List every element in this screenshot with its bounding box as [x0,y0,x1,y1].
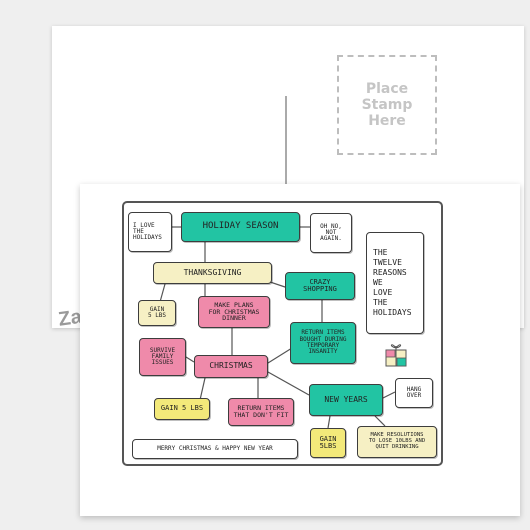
address-divider-line [285,96,287,186]
node-return-items-dont-fit: RETURN ITEMS THAT DON'T FIT [228,398,294,426]
node-christmas: CHRISTMAS [194,355,268,378]
node-return-items-insanity: RETURN ITEMS BOUGHT DURING TEMPORARY INS… [290,322,356,364]
connector-thanksgiving-gain [159,283,166,303]
node-thanksgiving: THANKSGIVING [153,262,272,284]
node-survive-family-issues: SURVIVE FAMILY ISSUES [139,338,186,376]
node-crazy-shopping: CRAZY SHOPPING [285,272,355,300]
stamp-placeholder: Place Stamp Here [337,55,437,155]
node-make-resolutions: MAKE RESOLUTIONS TO LOSE 10LBS AND QUIT … [357,426,437,458]
node-hang-over: HANG OVER [395,378,433,408]
gift-icon [385,344,407,367]
connector-survive-christmas [185,356,195,363]
connector-newyears-gain [327,415,331,429]
connector-newyears-resolutions [374,415,386,427]
node-oh-no-not-again: OH NO, NOT AGAIN. [310,213,352,253]
connector-newyears-hangover [382,391,396,399]
node-gain-5-lbs-bottom: GAIN 5LBS [310,428,346,458]
node-holiday-season: HOLIDAY SEASON [181,212,300,242]
connector-christmas-return [267,347,293,364]
connector-christmas-gain [199,377,206,401]
node-merry-christmas: MERRY CHRISTMAS & HAPPY NEW YEAR [132,439,298,459]
node-gain-5-lbs-top: GAIN 5 LBS [138,300,176,326]
connector-christmas-newyears [267,371,310,396]
flowchart-frame [122,201,443,466]
node-i-love-the-holidays: I LOVE THE HOLIDAYS [128,212,172,252]
node-twelve-reasons: THE TWELVE REASONS WE LOVE THE HOLIDAYS [366,232,424,334]
node-make-plans: MAKE PLANS FOR CHRISTMAS DINNER [198,296,270,328]
node-gain-5-lbs-left: GAIN 5 LBS [154,398,210,420]
node-new-years: NEW YEARS [309,384,383,416]
